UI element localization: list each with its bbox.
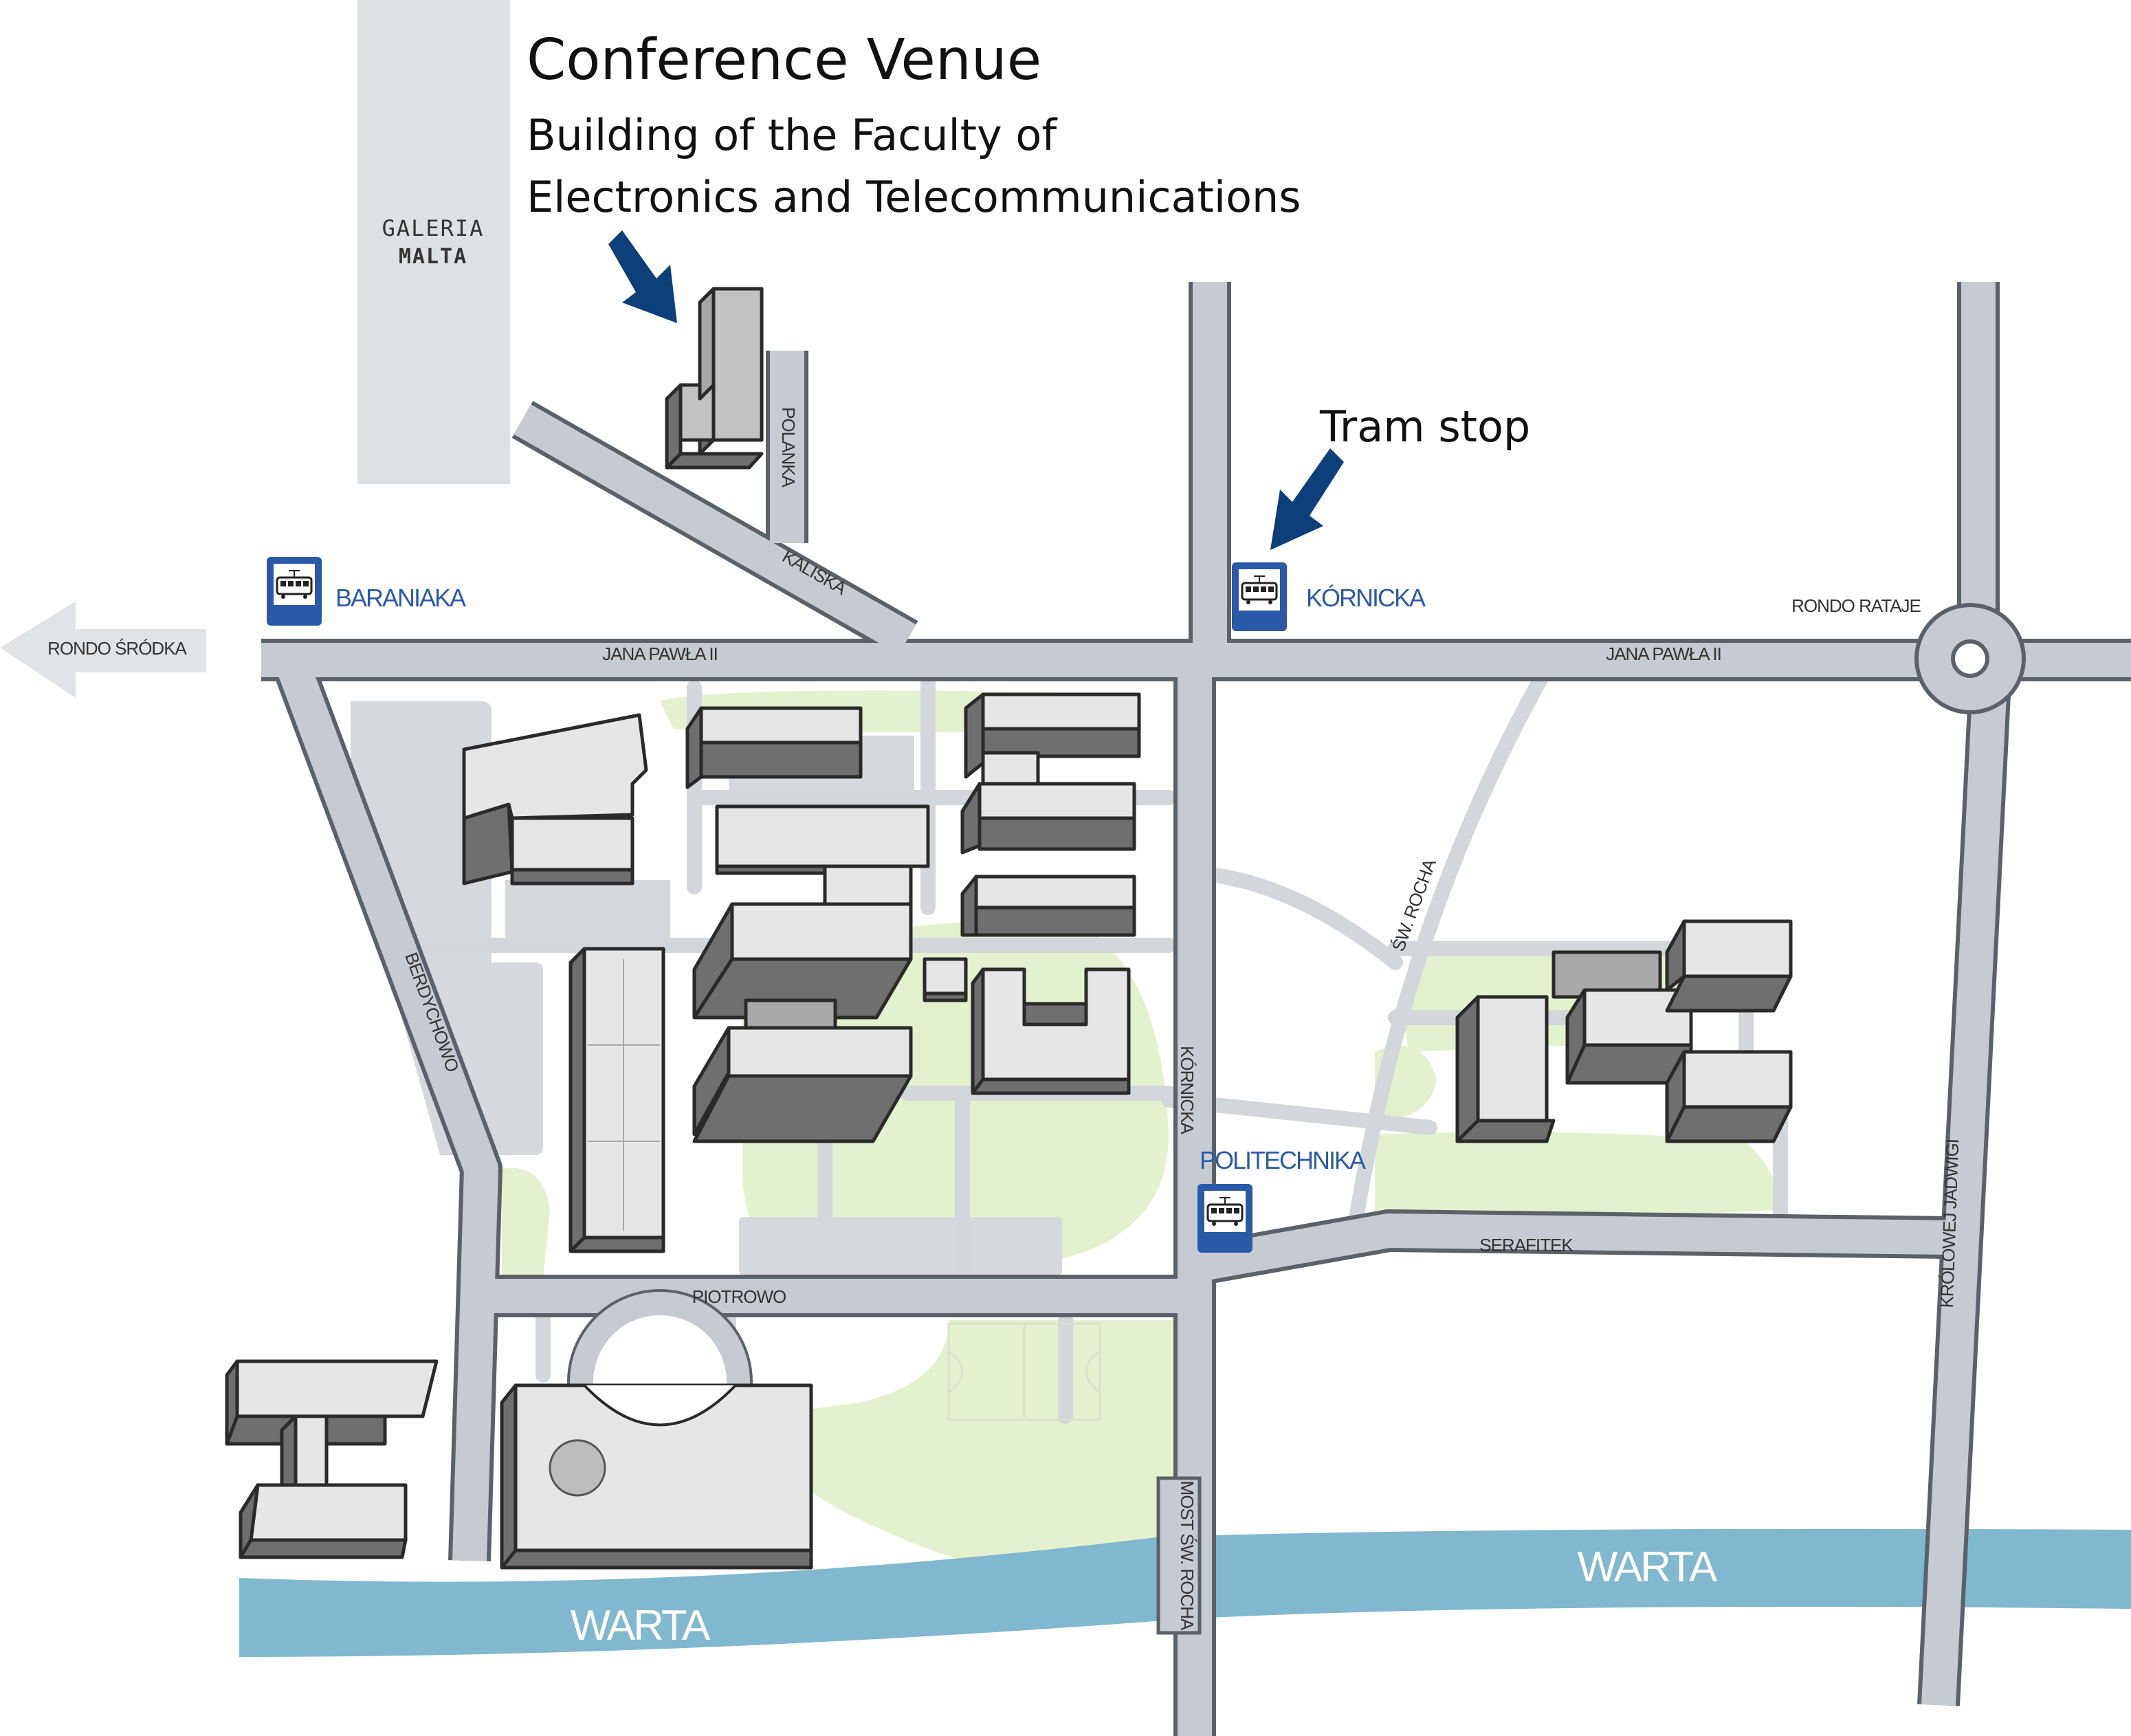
buildings <box>225 287 1793 1570</box>
tram-stop-kornicka[interactable]: KÓRNICKA <box>1232 562 1427 631</box>
tram-icon <box>1197 1184 1252 1253</box>
rondo-rataje-label: RONDO RATAJE <box>1791 595 1921 616</box>
street-jana-pawla-west: JANA PAWŁA II <box>602 644 718 664</box>
street-piotrowo: PIOTROWO <box>692 1286 786 1307</box>
bridge-box <box>1156 1476 1202 1635</box>
street-jana-pawla-east: JANA PAWŁA II <box>1606 644 1721 664</box>
tram-icon <box>267 557 322 626</box>
tram-stop-caption: Tram stop <box>1319 402 1530 452</box>
tram-stop-arrow-icon <box>1270 448 1344 550</box>
street-most-sw-rocha: MOST ŚW. ROCHA <box>1177 1481 1197 1631</box>
street-polanka: POLANKA <box>778 407 799 487</box>
tram-stop-baraniaka-label: BARANIAKA <box>335 584 466 612</box>
conference-venue-building <box>665 287 764 470</box>
rondo-srodka-label: RONDO ŚRÓDKA <box>47 638 187 659</box>
street-kornicka: KÓRNICKA <box>1177 1046 1197 1134</box>
tram-stop-politechnika[interactable]: POLITECHNIKA <box>1197 1146 1367 1253</box>
venue-subtitle-line-2: Electronics and Telecommunications <box>527 172 1301 222</box>
venue-arrow-icon <box>608 230 677 323</box>
venue-title: Conference Venue <box>527 28 1041 93</box>
galeria-label-2: MALTA <box>399 245 467 269</box>
venue-subtitle-line-1: Building of the Faculty of <box>527 110 1058 160</box>
river-label-east: WARTA <box>1578 1543 1718 1591</box>
tram-stop-politechnika-label: POLITECHNIKA <box>1200 1146 1366 1174</box>
tram-stop-kornicka-label: KÓRNICKA <box>1306 584 1426 612</box>
rondo-srodka-arrow <box>0 602 206 698</box>
galeria-malta: GALERIA MALTA <box>357 0 510 484</box>
galeria-label-1: GALERIA <box>382 215 485 241</box>
roads <box>261 282 2131 1736</box>
sports-field <box>947 1322 1101 1421</box>
river-label-west: WARTA <box>571 1602 711 1649</box>
tram-stop-baraniaka[interactable]: BARANIAKA <box>267 557 467 626</box>
street-serafitek: SERAFITEK <box>1479 1235 1574 1255</box>
tram-icon <box>1232 562 1287 631</box>
